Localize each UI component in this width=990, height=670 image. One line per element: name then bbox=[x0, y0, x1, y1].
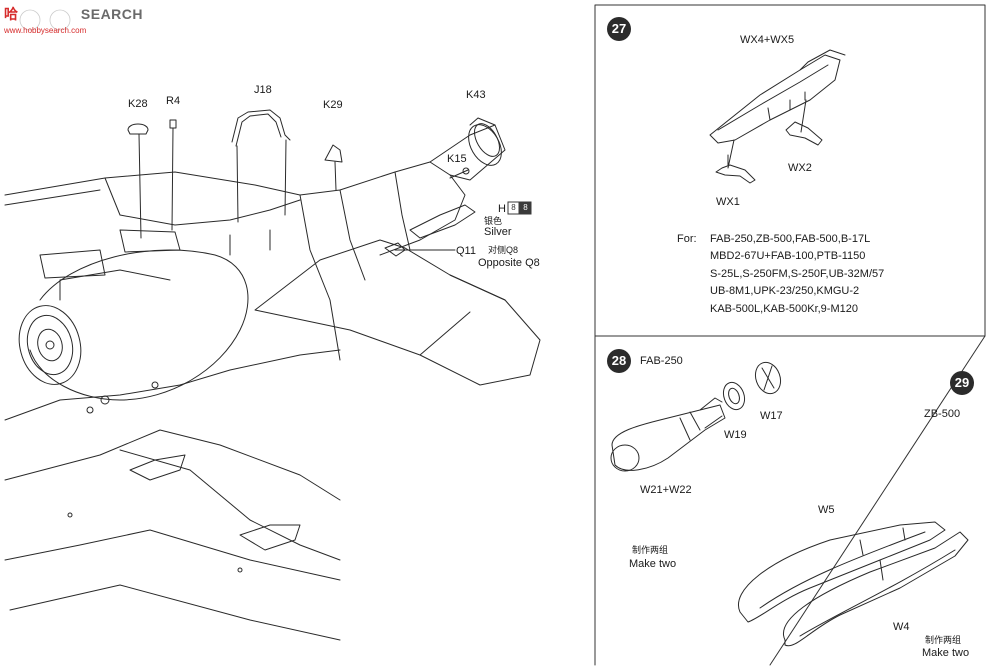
color-chip-1: 8 bbox=[511, 203, 516, 212]
label-w4: W4 bbox=[893, 621, 910, 633]
watermark-url: www.hobbysearch.com bbox=[4, 26, 87, 35]
part-q11-drawing bbox=[384, 242, 456, 257]
label-k43: K43 bbox=[466, 89, 486, 101]
label-k28: K28 bbox=[128, 98, 148, 110]
step28-w17-drawing bbox=[754, 361, 782, 395]
label-make-two: Make two bbox=[629, 558, 677, 570]
label-w19: W19 bbox=[724, 429, 747, 441]
label-j18: J18 bbox=[254, 84, 272, 96]
ordnance-line: KAB-500L,KAB-500Kr,9-M120 bbox=[710, 302, 858, 315]
compatible-ordnance-list: FAB-250,ZB-500,FAB-500,B-17L MBD2-67U+FA… bbox=[710, 231, 884, 318]
ordnance-line: S-25L,S-250FM,S-250F,UB-32M/57 bbox=[710, 267, 885, 280]
watermark-text: SEARCH bbox=[80, 6, 144, 22]
label-make-two-cn: 制作两组 bbox=[632, 545, 669, 555]
part-k43-drawing bbox=[469, 117, 500, 157]
step29-tank-drawing bbox=[738, 521, 969, 647]
step27-wx1-drawing bbox=[715, 154, 756, 184]
watermark-logo: 哈 SEARCH bbox=[4, 4, 143, 24]
horizontal-stabilizer bbox=[254, 239, 541, 386]
step28-title: FAB-250 bbox=[640, 355, 683, 367]
step27-wx2-drawing bbox=[785, 121, 823, 146]
part-k29-drawing bbox=[324, 144, 343, 191]
label-opposite: Opposite Q8 bbox=[478, 257, 540, 269]
color-chip-2: 8 bbox=[523, 203, 528, 212]
part-k28-drawing bbox=[127, 123, 149, 239]
step-27-number: 27 bbox=[607, 17, 631, 41]
color-chip-box-2 bbox=[519, 201, 532, 215]
aircraft-fuselage bbox=[4, 124, 541, 641]
part-k15-drawing bbox=[449, 167, 470, 179]
step29-divider bbox=[769, 335, 986, 666]
ordnance-line: FAB-250,ZB-500,FAB-500,B-17L bbox=[710, 233, 871, 245]
label-make-two-cn-29: 制作两组 bbox=[925, 635, 962, 645]
step-28-number: 28 bbox=[607, 349, 631, 373]
silver-probe-drawing bbox=[409, 204, 476, 239]
ordnance-line: UB-8M1,UPK-23/250,KMGU-2 bbox=[710, 285, 860, 298]
engine-intake bbox=[18, 305, 82, 385]
label-wx2: WX2 bbox=[788, 162, 812, 174]
label-make-two-29: Make two bbox=[922, 647, 970, 659]
step28-bomb-drawing bbox=[610, 397, 726, 472]
label-w21-w22: W21+W22 bbox=[640, 484, 692, 496]
part-r4-drawing bbox=[169, 119, 177, 231]
step29-title: ZB-500 bbox=[924, 408, 961, 420]
label-silver-cn: 银色 bbox=[484, 216, 503, 226]
color-chip-box-1 bbox=[507, 201, 520, 215]
step-29-number: 29 bbox=[950, 371, 974, 395]
step27-pylon-drawing bbox=[709, 49, 846, 169]
label-k15: K15 bbox=[447, 153, 467, 165]
ordnance-line: MBD2-67U+FAB-100,PTB-1150 bbox=[710, 250, 866, 263]
label-wx4-wx5: WX4+WX5 bbox=[740, 34, 795, 46]
label-r4: R4 bbox=[166, 95, 181, 107]
for-label: For: bbox=[677, 233, 697, 245]
label-k29: K29 bbox=[323, 99, 343, 111]
watermark-circles bbox=[19, 9, 71, 31]
label-q11: Q11 bbox=[456, 245, 476, 257]
label-opposite-cn: 对侧Q8 bbox=[488, 245, 519, 255]
label-silver: Silver bbox=[484, 226, 512, 238]
label-w17: W17 bbox=[760, 410, 783, 422]
step28-w19-drawing bbox=[722, 381, 746, 411]
engine-nacelle bbox=[29, 249, 249, 401]
part-j18-drawing bbox=[231, 109, 291, 223]
label-w5: W5 bbox=[818, 504, 835, 516]
watermark-cn: 哈 bbox=[4, 6, 19, 22]
label-wx1: WX1 bbox=[716, 196, 740, 208]
label-h: H bbox=[498, 203, 506, 215]
